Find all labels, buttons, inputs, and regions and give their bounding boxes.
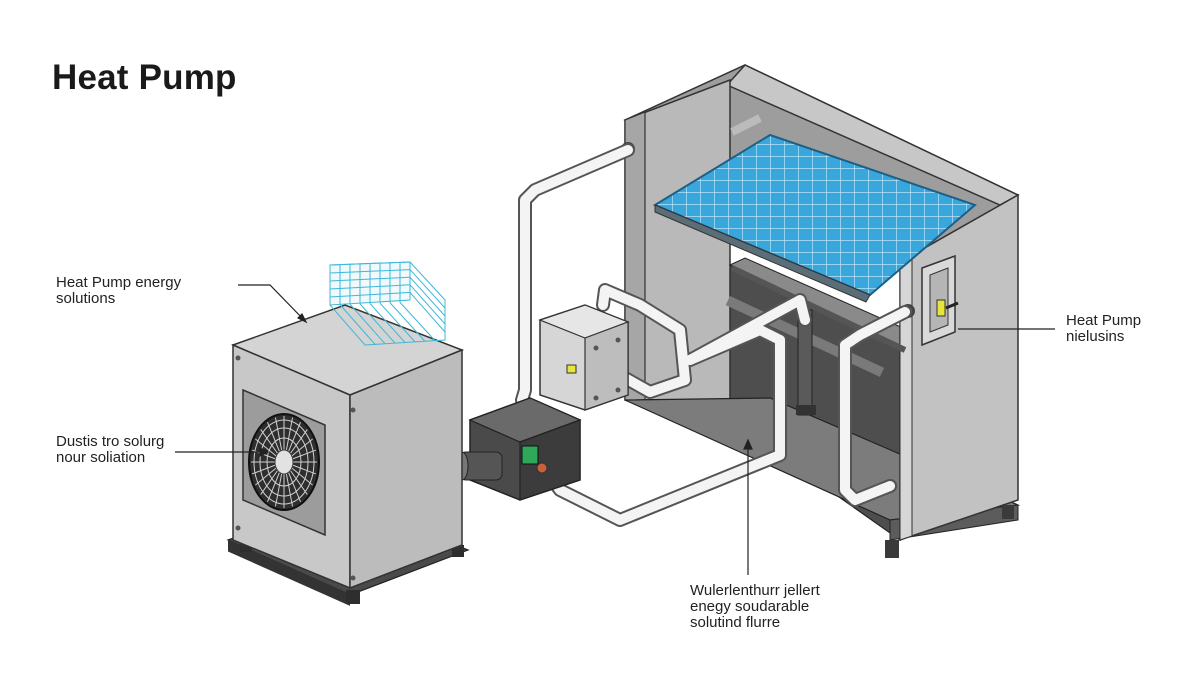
label-outdoor-unit: Dustis tro solurg nour soliation: [56, 434, 164, 466]
label-bottom-note: Wulerlenthurr jellert enegy soudarable s…: [690, 583, 820, 631]
indoor-cabinet: [623, 64, 1021, 558]
label-line: nour soliation: [56, 449, 146, 466]
label-line: solutions: [56, 290, 116, 307]
label-line: Wulerlenthurr jellert: [690, 582, 820, 599]
solar-panel-icon: [652, 133, 977, 303]
leader-lines: [175, 284, 1055, 575]
label-line: enegy soudarable: [690, 598, 810, 615]
label-heat-pump-energy-solutions: Heat Pump energy solutions: [56, 275, 181, 307]
heat-exchanger-grid: [329, 261, 446, 346]
compressor: [455, 397, 582, 501]
junction-box: [538, 304, 630, 411]
page-title: Heat Pump: [52, 58, 237, 97]
label-line: nielusins: [1066, 328, 1125, 345]
label-line: solutind flurre: [690, 614, 781, 631]
label-line: Dustis tro solurg: [56, 433, 165, 450]
switch-icon: [921, 254, 959, 347]
refrigerant-pipes: [515, 143, 912, 527]
label-line: Heat Pump energy: [56, 274, 182, 291]
label-line: Heat Pump: [1066, 312, 1142, 329]
label-heat-pump-cabinet: Heat Pump nielusins: [1066, 313, 1141, 345]
fan-icon: [248, 413, 320, 511]
